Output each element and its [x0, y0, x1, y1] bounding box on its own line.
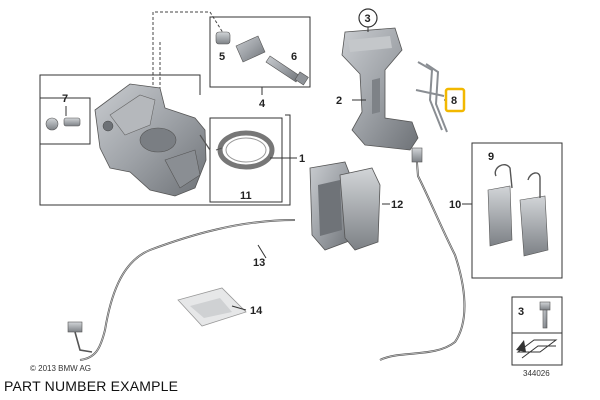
kit-label-3: 3 — [518, 306, 524, 318]
grease-packet — [177, 287, 247, 327]
label-3: 3 — [365, 13, 371, 25]
label-11: 11 — [240, 190, 252, 202]
label-6: 6 — [291, 51, 297, 63]
kit-box — [511, 296, 563, 366]
label-14: 14 — [250, 305, 263, 317]
label-4: 4 — [259, 98, 266, 110]
diagram-number: 344026 — [523, 369, 550, 378]
label-8-highlight — [444, 87, 466, 113]
bleeder-screw — [45, 117, 81, 131]
label-7: 7 — [62, 93, 68, 105]
wear-sensor-set — [487, 164, 549, 257]
label-13: 13 — [253, 257, 265, 269]
group-box-10 — [471, 142, 563, 279]
brake-pad-set — [309, 161, 381, 251]
label-3-circle — [358, 8, 378, 28]
group-box-1 — [39, 74, 297, 206]
brake-caliper — [94, 83, 211, 197]
retaining-spring — [415, 61, 448, 133]
copyright-text: © 2013 BMW AG — [30, 364, 92, 373]
guide-sleeve — [215, 31, 266, 63]
guide-bolt — [265, 55, 309, 86]
label-9: 9 — [488, 151, 494, 163]
wear-sensor-cable — [67, 147, 466, 361]
label-2: 2 — [336, 95, 342, 107]
part-number-caption: PART NUMBER EXAMPLE — [4, 378, 179, 394]
label-5: 5 — [219, 51, 225, 63]
caliper-carrier — [341, 27, 419, 151]
group-box-7 — [39, 97, 91, 145]
arrow-icon — [516, 339, 558, 359]
label-10: 10 — [449, 199, 461, 211]
group-box-4 — [209, 16, 311, 88]
hex-bolt — [539, 301, 551, 329]
label-8: 8 — [451, 95, 457, 107]
piston-seal — [215, 130, 275, 170]
label-1: 1 — [299, 153, 305, 165]
label-12: 12 — [391, 199, 403, 211]
